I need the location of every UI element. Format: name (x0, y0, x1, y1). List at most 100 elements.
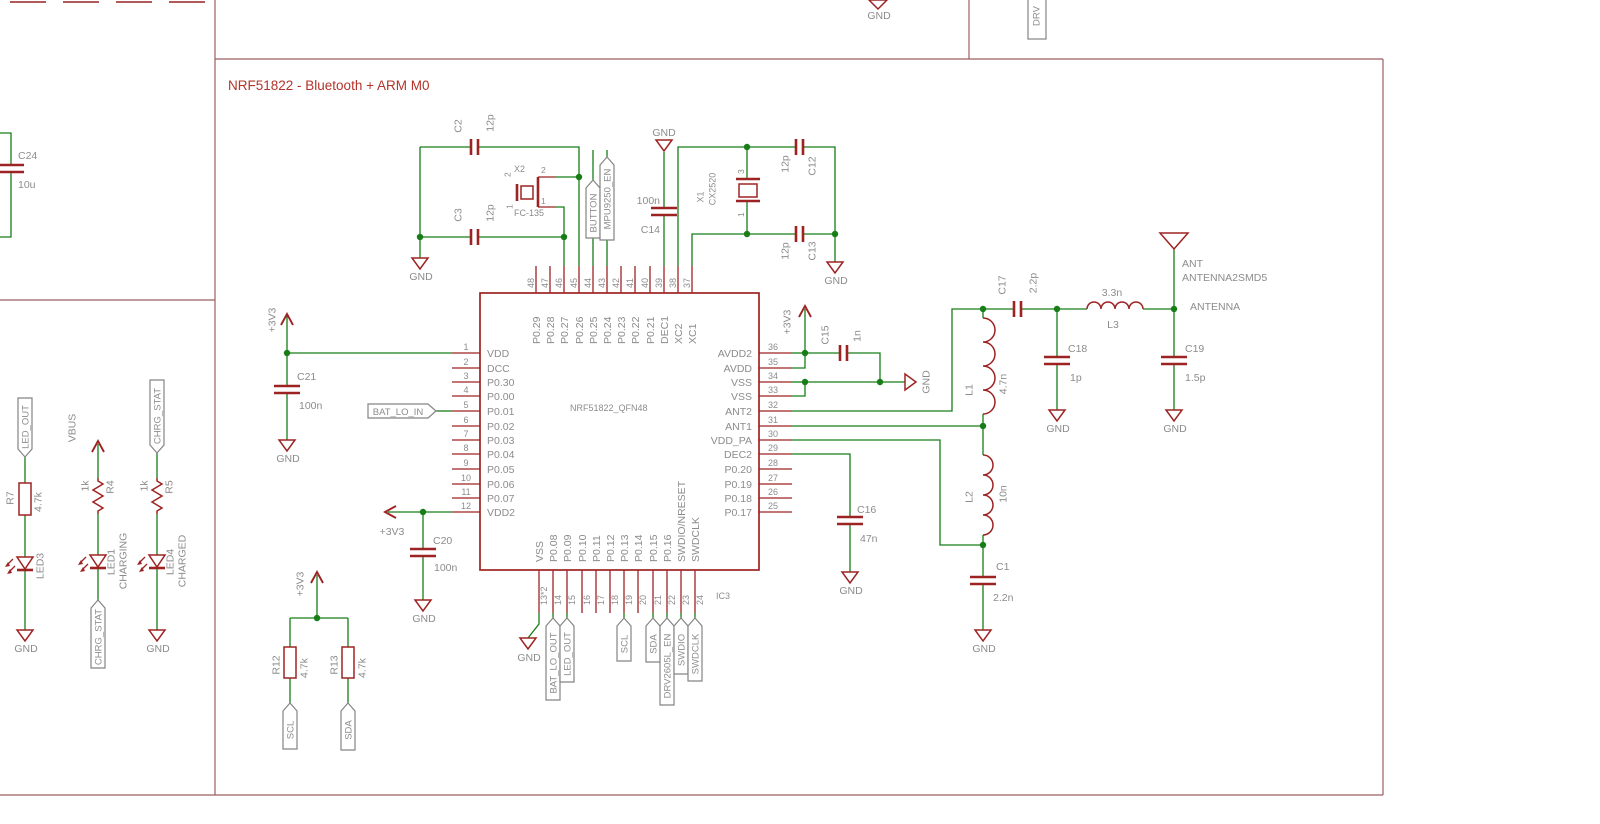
svg-text:CHRG_STAT: CHRG_STAT (153, 388, 164, 444)
svg-text:VSS: VSS (731, 391, 752, 403)
svg-text:10u: 10u (18, 179, 36, 191)
svg-text:1: 1 (505, 204, 515, 209)
svg-text:1.5p: 1.5p (1185, 372, 1206, 384)
svg-text:L3: L3 (1107, 319, 1119, 331)
svg-text:5: 5 (463, 400, 468, 410)
svg-text:R4: R4 (105, 480, 117, 494)
component-r13: R13 4.7k (329, 646, 369, 679)
svg-text:20: 20 (638, 595, 648, 605)
svg-text:VDD2: VDD2 (487, 507, 515, 519)
svg-text:18: 18 (610, 595, 620, 605)
svg-text:C14: C14 (641, 224, 660, 236)
ic-right-pin-numbers: 36 35 34 33 32 31 30 29 28 27 26 25 (768, 342, 778, 511)
svg-text:GND: GND (146, 643, 170, 655)
ic-right-pin-names: AVDD2 AVDD VSS VSS ANT2 ANT1 VDD_PA DEC2… (711, 348, 753, 519)
svg-text:XC2: XC2 (673, 323, 685, 344)
svg-text:C1: C1 (996, 561, 1010, 573)
svg-text:1k: 1k (80, 480, 92, 492)
svg-text:19: 19 (624, 595, 634, 605)
svg-text:GND: GND (14, 643, 38, 655)
svg-text:P0.11: P0.11 (591, 535, 603, 562)
svg-text:11: 11 (461, 487, 470, 497)
svg-text:10: 10 (461, 473, 471, 483)
svg-text:SWDIO/NRESET: SWDIO/NRESET (676, 480, 688, 562)
svg-text:DEC1: DEC1 (659, 316, 671, 344)
svg-text:C21: C21 (297, 371, 316, 383)
component-c21: C21 100n (274, 371, 323, 412)
svg-text:43: 43 (597, 278, 607, 288)
net-flag-chrg-stat-bottom (90, 599, 106, 669)
svg-text:P0.16: P0.16 (662, 534, 674, 562)
svg-text:DEC2: DEC2 (724, 449, 752, 461)
svg-text:R13: R13 (329, 655, 341, 674)
svg-text:DRV2605L_EN: DRV2605L_EN (663, 633, 674, 698)
svg-text:C12: C12 (807, 156, 819, 175)
svg-text:P0.06: P0.06 (487, 479, 515, 491)
svg-text:VSS: VSS (731, 377, 752, 389)
svg-text:13*2: 13*2 (539, 586, 549, 605)
svg-text:2: 2 (541, 165, 546, 175)
svg-text:GND: GND (824, 275, 848, 287)
svg-text:+3V3: +3V3 (782, 309, 794, 334)
svg-text:DCC: DCC (487, 363, 510, 375)
svg-text:GND: GND (412, 613, 436, 625)
svg-text:FC-135: FC-135 (514, 208, 544, 218)
svg-text:4: 4 (463, 385, 468, 395)
svg-text:9: 9 (463, 458, 468, 468)
component-c14: C14 100n (637, 195, 677, 236)
svg-text:C24: C24 (18, 150, 37, 162)
sheet-title: NRF51822 - Bluetooth + ARM M0 (228, 78, 429, 93)
svg-text:47n: 47n (860, 533, 878, 545)
component-led3: LED3 (5, 553, 47, 579)
svg-text:VDD_PA: VDD_PA (711, 435, 752, 447)
svg-text:100n: 100n (434, 562, 458, 574)
component-l2: L2 10n (964, 454, 1010, 536)
svg-text:GND: GND (517, 652, 541, 664)
svg-text:30: 30 (768, 429, 778, 439)
svg-text:+3V3: +3V3 (295, 571, 307, 596)
svg-text:P0.03: P0.03 (487, 435, 515, 447)
svg-text:GND: GND (1046, 423, 1070, 435)
net-flag-sda-pullup (340, 702, 356, 751)
svg-text:41: 41 (625, 278, 635, 288)
svg-text:35: 35 (768, 357, 778, 367)
svg-text:2.2n: 2.2n (993, 592, 1014, 604)
svg-text:C15: C15 (820, 325, 832, 344)
net-antenna: ANTENNA (1190, 301, 1240, 313)
svg-text:P0.10: P0.10 (577, 534, 589, 562)
svg-text:4.7k: 4.7k (299, 657, 311, 678)
svg-text:8: 8 (463, 443, 468, 453)
svg-text:AVDD: AVDD (724, 363, 753, 375)
svg-text:ANT1: ANT1 (725, 421, 752, 433)
svg-text:CHRG_STAT: CHRG_STAT (94, 609, 105, 665)
sheet-frame (0, 0, 1384, 796)
svg-text:22: 22 (667, 595, 677, 605)
svg-text:GND: GND (839, 585, 863, 597)
svg-text:24: 24 (695, 595, 705, 605)
component-c24: C24 10u (0, 150, 37, 191)
svg-text:AVDD2: AVDD2 (718, 348, 752, 360)
component-c1: C1 2.2n (970, 561, 1014, 604)
svg-text:6: 6 (463, 415, 468, 425)
net-flag-mpu9250-en (599, 156, 615, 241)
svg-text:P0.01: P0.01 (487, 406, 515, 418)
svg-text:XC1: XC1 (687, 323, 699, 344)
ic-left-pin-numbers: 1 2 3 4 5 6 7 8 9 10 11 12 (461, 342, 471, 511)
svg-text:BUTTON: BUTTON (589, 193, 600, 232)
svg-text:P0.05: P0.05 (487, 464, 515, 476)
svg-text:42: 42 (611, 278, 621, 288)
svg-text:P0.14: P0.14 (633, 534, 645, 562)
svg-text:48: 48 (526, 278, 536, 288)
svg-text:38: 38 (668, 278, 678, 288)
svg-text:C20: C20 (433, 535, 452, 547)
svg-text:39: 39 (654, 278, 664, 288)
svg-text:P0.04: P0.04 (487, 449, 515, 461)
svg-text:SWDCLK: SWDCLK (691, 633, 702, 674)
svg-text:10n: 10n (998, 485, 1010, 503)
svg-text:P0.25: P0.25 (588, 316, 600, 344)
svg-text:LED4: LED4 (165, 549, 177, 575)
svg-text:SWDCLK: SWDCLK (690, 517, 702, 562)
component-led1: LED1 CHARGING (78, 533, 130, 590)
svg-text:CHARGING: CHARGING (118, 533, 130, 590)
